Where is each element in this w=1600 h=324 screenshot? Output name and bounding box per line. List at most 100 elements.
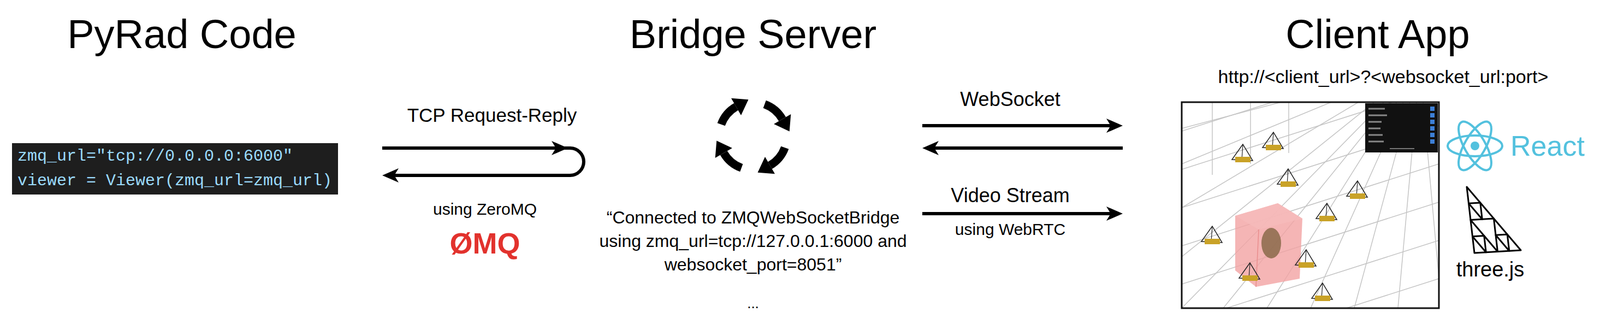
connector-line	[922, 123, 1112, 128]
region-cube	[1261, 227, 1282, 259]
text-slot: three.js	[1456, 256, 1525, 282]
control-panel	[1365, 103, 1438, 153]
control-panel	[1430, 126, 1435, 131]
threejs-logo	[1466, 186, 1521, 253]
threejs-logo	[1468, 202, 1483, 219]
camera-frustum	[1316, 203, 1337, 222]
text-slot: using WebRTC	[955, 219, 1066, 240]
cycle-arrow	[764, 104, 791, 132]
control-panel	[1389, 147, 1415, 150]
section-heading: Bridge Server	[629, 9, 877, 59]
camera-frustum	[1346, 180, 1368, 199]
protocol-caption: using WebRTC	[955, 219, 1066, 240]
client-app-screenshot	[1181, 49, 1442, 324]
react-logo	[1447, 116, 1503, 175]
camera-frustum	[1201, 226, 1223, 245]
client-app: Client App http://<client_url>?<websocket…	[1122, 10, 1596, 317]
connector-arrow	[922, 118, 1123, 133]
arrowhead	[1106, 118, 1123, 133]
edge-label: TCP Request-Reply	[405, 103, 580, 127]
perspective-grid	[1181, 202, 1439, 284]
cycle-icon	[715, 98, 792, 175]
control-panel	[1430, 106, 1435, 111]
text-slot: zmq_url="tcp://0.0.0.0:6000"	[17, 144, 293, 169]
control-panel	[1368, 134, 1383, 136]
code-panel: zmq_url="tcp://0.0.0.0:6000"viewer = Vie…	[12, 143, 339, 195]
text-slot: React	[1510, 128, 1585, 163]
edge-label: WebSocket	[957, 87, 1063, 111]
control-panel	[1430, 119, 1435, 124]
code-line: viewer = Viewer(zmq_url=zmq_url)	[17, 168, 333, 194]
perspective-grid	[1249, 102, 1252, 164]
control-panel	[1430, 139, 1435, 144]
control-panel	[1368, 121, 1382, 123]
camera-frustum	[1295, 249, 1317, 268]
arrowhead	[382, 168, 399, 183]
perspective-grid	[1181, 102, 1439, 170]
connector-line	[933, 146, 1123, 150]
camera-frustum	[1262, 132, 1284, 151]
threejs-logo	[1472, 235, 1487, 253]
camera-frustum	[1319, 215, 1335, 222]
text-slot: PyRad Code	[67, 9, 297, 59]
text-slot: viewer = Viewer(zmq_url=zmq_url)	[17, 168, 333, 194]
ellipsis: ...	[747, 294, 760, 312]
text-slot: Bridge Server	[629, 9, 877, 59]
camera-frustum	[1298, 262, 1314, 268]
text-slot: http://<client_url>?<websocket_url:port>	[1218, 65, 1549, 88]
section-heading: Client App	[1285, 9, 1470, 59]
perspective-grid	[1288, 102, 1290, 153]
connector-arrow	[382, 140, 584, 183]
library-caption: using ZeroMQ	[433, 199, 537, 219]
camera-frustum	[1265, 144, 1282, 151]
react-logo	[1470, 141, 1480, 151]
cycle-arrow	[715, 140, 742, 169]
arrowhead	[922, 140, 939, 156]
cycle-arrow	[757, 147, 786, 174]
camera-frustum	[1314, 295, 1331, 301]
control-panel	[1430, 113, 1435, 118]
text-slot: ...	[747, 294, 760, 312]
camera-frustum	[1349, 193, 1366, 199]
zeromq-logo-text: ØMQ	[449, 225, 521, 262]
text-slot: using ZeroMQ	[433, 199, 537, 219]
perspective-grid	[1181, 163, 1439, 246]
connector-line	[922, 211, 1112, 216]
camera-frustum	[1235, 156, 1251, 163]
text-slot: WebSocket	[957, 87, 1063, 111]
control-panel	[1368, 127, 1381, 130]
threejs-logo-text: three.js	[1456, 256, 1525, 282]
text-slot: “Connected to ZMQWebSocketBridge using z…	[590, 205, 916, 277]
perspective-grid	[1181, 278, 1439, 308]
region-cube	[1235, 203, 1303, 230]
react-logo	[1452, 116, 1498, 175]
url-pattern: http://<client_url>?<websocket_url:port>	[1218, 65, 1549, 88]
text-slot: Client App	[1285, 9, 1470, 59]
react-logo	[1452, 116, 1498, 175]
client-app-screenshot	[1181, 102, 1439, 308]
camera-frustum	[1277, 168, 1299, 187]
threejs-logo	[1495, 234, 1510, 251]
connector-arrow	[922, 206, 1123, 221]
connector-arrow	[922, 140, 1123, 156]
region-cube	[1235, 203, 1303, 287]
bridge-server: Bridge Server “Connected to ZMQWebSocketB…	[583, 10, 923, 317]
section-heading: PyRad Code	[67, 9, 297, 59]
camera-frustum	[1311, 282, 1333, 301]
cycle-arrow	[757, 156, 776, 174]
camera-frustum	[1239, 262, 1260, 281]
cycle-arrow	[721, 98, 749, 125]
code-line: zmq_url="tcp://0.0.0.0:6000"	[17, 144, 293, 169]
python-code-block: zmq_url="tcp://0.0.0.0:6000"viewer = Vie…	[10, 10, 383, 200]
edge-label: Video Stream	[948, 183, 1072, 207]
camera-frustum	[1242, 275, 1258, 281]
react-logo	[1447, 135, 1503, 157]
camera-frustum	[1231, 144, 1253, 163]
text-slot: Video Stream	[948, 183, 1072, 207]
text-slot: TCP Request-Reply	[405, 103, 580, 127]
status-message: “Connected to ZMQWebSocketBridge using z…	[590, 205, 916, 277]
control-panel	[1430, 132, 1435, 138]
